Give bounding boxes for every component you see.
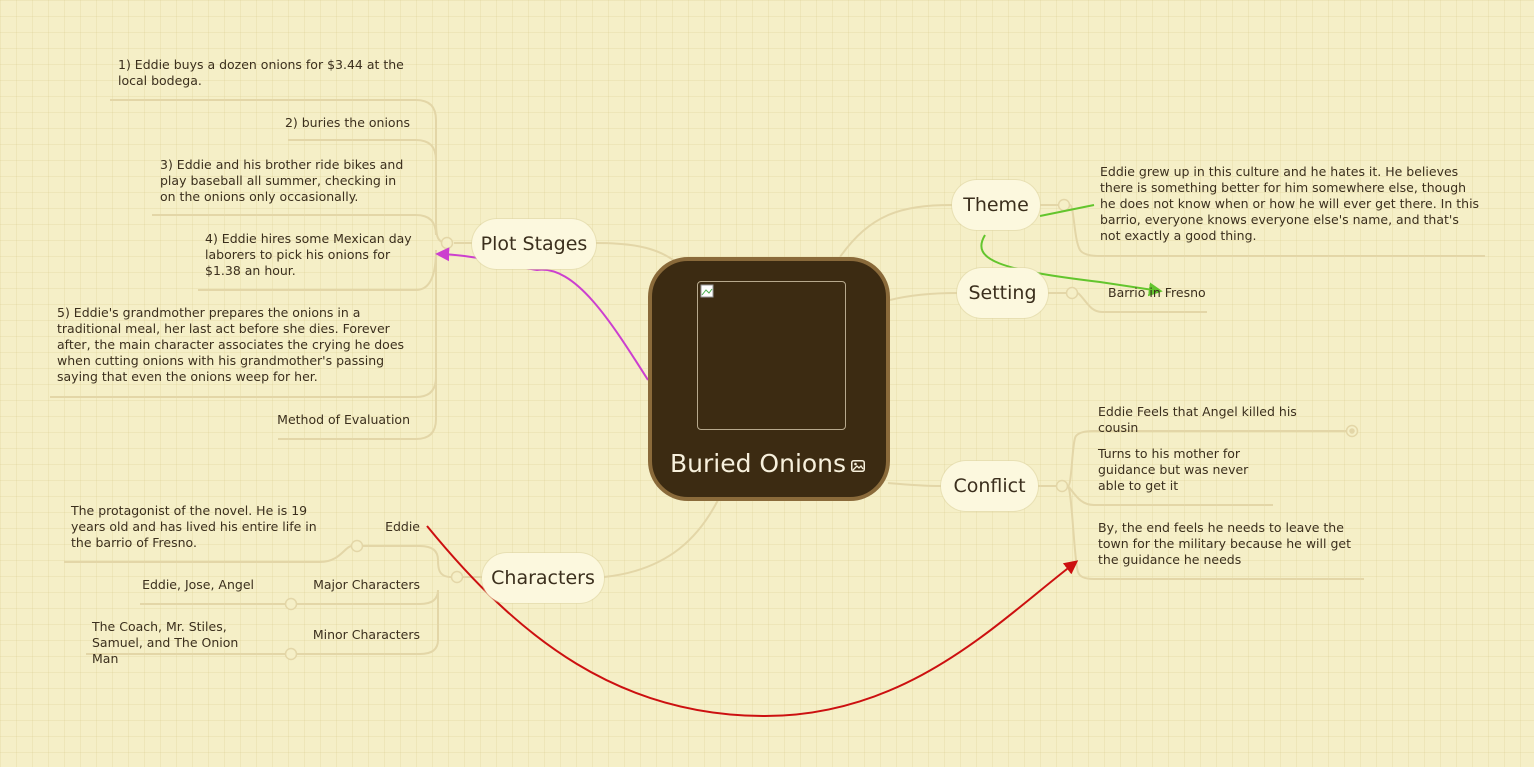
setting-item[interactable]: Barrio in Fresno bbox=[1108, 285, 1206, 300]
broken-image-icon bbox=[700, 284, 714, 298]
topic-label: Characters bbox=[491, 567, 595, 589]
relation-arrow-green-2 bbox=[980, 234, 1163, 297]
branch-connector-plot bbox=[595, 242, 677, 263]
topic-label: Plot Stages bbox=[480, 233, 588, 255]
branch-connector-theme bbox=[839, 204, 953, 258]
plot-stage-item[interactable]: Method of Evaluation bbox=[277, 412, 410, 427]
character-item-label[interactable]: Major Characters bbox=[313, 577, 420, 592]
plot-stage-item[interactable]: 2) buries the onions bbox=[284, 115, 410, 130]
topic-setting[interactable]: Setting bbox=[957, 268, 1048, 318]
character-item-label[interactable]: Minor Characters bbox=[312, 627, 420, 642]
conflict-item[interactable]: By, the end feels he needs to leave the … bbox=[1098, 520, 1351, 567]
image-icon[interactable] bbox=[851, 460, 865, 472]
branch-connector-setting bbox=[889, 292, 958, 301]
plot-stage-item[interactable]: 4) Eddie hires some Mexican day laborers… bbox=[205, 231, 412, 278]
topic-plot-stages[interactable]: Plot Stages bbox=[472, 219, 596, 269]
theme-item[interactable]: Eddie grew up in this culture and he hat… bbox=[1100, 164, 1480, 243]
topic-label: Setting bbox=[968, 282, 1037, 304]
character-item-label[interactable]: Eddie bbox=[385, 519, 420, 534]
plot-stage-item[interactable]: 3) Eddie and his brother ride bikes and … bbox=[160, 157, 404, 204]
central-topic[interactable]: Buried Onions bbox=[648, 257, 890, 501]
topic-characters[interactable]: Characters bbox=[482, 553, 604, 603]
character-item-detail[interactable]: The protagonist of the novel. He is 19 y… bbox=[71, 503, 317, 550]
topic-conflict[interactable]: Conflict bbox=[941, 461, 1038, 511]
branch-connector-characters bbox=[603, 499, 719, 578]
character-item-detail[interactable]: The Coach, Mr. Stiles, Samuel, and The O… bbox=[92, 619, 239, 666]
topic-label: Conflict bbox=[953, 475, 1026, 497]
plot-stage-item[interactable]: 5) Eddie's grandmother prepares the onio… bbox=[57, 305, 405, 384]
character-item-detail[interactable]: Eddie, Jose, Angel bbox=[142, 577, 254, 592]
branch-connector-conflict bbox=[887, 482, 942, 487]
relation-arrow-magenta bbox=[435, 247, 649, 381]
topic-label: Theme bbox=[963, 194, 1029, 216]
conflict-item[interactable]: Eddie Feels that Angel killed his cousin bbox=[1098, 404, 1297, 435]
topic-theme[interactable]: Theme bbox=[952, 180, 1040, 230]
central-topic-title: Buried Onions bbox=[670, 449, 847, 478]
plot-stage-item[interactable]: 1) Eddie buys a dozen onions for $3.44 a… bbox=[118, 57, 404, 88]
relation-arrow-red bbox=[426, 525, 1079, 718]
conflict-item[interactable]: Turns to his mother for guidance but was… bbox=[1098, 446, 1249, 493]
central-topic-image bbox=[697, 281, 846, 430]
relation-arrow-green-1 bbox=[1039, 204, 1095, 217]
